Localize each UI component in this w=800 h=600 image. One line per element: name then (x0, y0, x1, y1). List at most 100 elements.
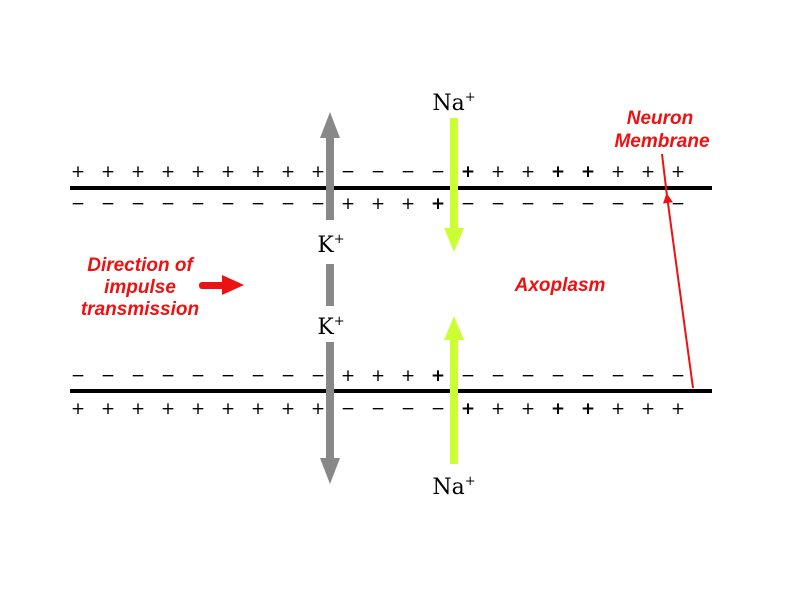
negative-charge: − (101, 366, 115, 386)
positive-charge: + (551, 399, 565, 419)
negative-charge: − (341, 399, 355, 419)
positive-charge: + (131, 399, 145, 419)
axoplasm-label: Axoplasm (514, 275, 606, 296)
positive-charge: + (191, 162, 205, 182)
positive-charge: + (581, 162, 595, 182)
negative-charge: − (671, 366, 685, 386)
potassium-efflux-arrow (320, 112, 340, 484)
negative-charge: − (281, 194, 295, 214)
negative-charge: − (491, 194, 505, 214)
positive-charge: + (641, 399, 655, 419)
positive-charge: + (461, 162, 475, 182)
positive-charge: + (521, 399, 535, 419)
positive-charge: + (401, 366, 415, 386)
positive-charge: + (461, 399, 475, 419)
positive-charge: + (551, 162, 565, 182)
negative-charge: − (521, 366, 535, 386)
negative-charge: − (341, 162, 355, 182)
sodium-ion-label-top: Na+ (432, 90, 475, 116)
negative-charge: − (461, 366, 475, 386)
negative-charge: − (251, 194, 265, 214)
positive-charge: + (311, 162, 325, 182)
neuron-membrane-pointer-top (661, 153, 668, 197)
positive-charge: + (431, 366, 445, 386)
negative-charge: − (371, 162, 385, 182)
negative-charge: − (611, 194, 625, 214)
neuron-membrane-label: Neuron (627, 108, 694, 129)
negative-charge: − (611, 366, 625, 386)
positive-charge: + (251, 399, 265, 419)
negative-charge: − (221, 366, 235, 386)
negative-charge: − (521, 194, 535, 214)
negative-charge: − (101, 194, 115, 214)
neuron-membrane-pointer (662, 193, 694, 389)
negative-charge: − (131, 194, 145, 214)
negative-charge: − (461, 194, 475, 214)
bottom-inside-charges: −−−−−−−−−++++−−−−−−−− (71, 366, 685, 386)
positive-charge: + (581, 399, 595, 419)
top-inside-charges: −−−−−−−−−++++−−−−−−−− (71, 194, 685, 214)
positive-charge: + (671, 162, 685, 182)
direction-label-line2: impulse (104, 277, 176, 298)
positive-charge: + (221, 162, 235, 182)
negative-charge: − (551, 366, 565, 386)
negative-charge: − (161, 366, 175, 386)
negative-charge: − (221, 194, 235, 214)
positive-charge: + (341, 194, 355, 214)
bottom-outside-charges: +++++++++−−−−++++++++ (71, 399, 685, 419)
sodium-ion-label-bottom: Na+ (432, 474, 475, 500)
positive-charge: + (611, 399, 625, 419)
negative-charge: − (71, 194, 85, 214)
positive-charge: + (491, 162, 505, 182)
negative-charge: − (641, 194, 655, 214)
positive-charge: + (671, 399, 685, 419)
negative-charge: − (401, 399, 415, 419)
negative-charge: − (581, 194, 595, 214)
neuron-membrane-label-line2: Membrane (614, 131, 709, 152)
positive-charge: + (101, 399, 115, 419)
negative-charge: − (311, 194, 325, 214)
negative-charge: − (161, 194, 175, 214)
negative-charge: − (551, 194, 565, 214)
negative-charge: − (311, 366, 325, 386)
negative-charge: − (641, 366, 655, 386)
positive-charge: + (491, 399, 505, 419)
positive-charge: + (341, 366, 355, 386)
positive-charge: + (401, 194, 415, 214)
positive-charge: + (161, 399, 175, 419)
negative-charge: − (581, 366, 595, 386)
positive-charge: + (101, 162, 115, 182)
positive-charge: + (161, 162, 175, 182)
negative-charge: − (281, 366, 295, 386)
positive-charge: + (221, 399, 235, 419)
direction-label-line1: Direction of (87, 255, 194, 276)
positive-charge: + (311, 399, 325, 419)
positive-charge: + (611, 162, 625, 182)
negative-charge: − (251, 366, 265, 386)
positive-charge: + (71, 162, 85, 182)
negative-charge: − (431, 162, 445, 182)
potassium-ion-label-bottom: K+ (317, 314, 344, 340)
negative-charge: − (131, 366, 145, 386)
negative-charge: − (401, 162, 415, 182)
positive-charge: + (281, 399, 295, 419)
positive-charge: + (191, 399, 205, 419)
positive-charge: + (371, 366, 385, 386)
sodium-influx-arrow-top (444, 118, 464, 252)
sodium-influx-arrow-bottom (444, 316, 464, 464)
potassium-ion-label-top: K+ (317, 232, 344, 258)
positive-charge: + (71, 399, 85, 419)
positive-charge: + (281, 162, 295, 182)
negative-charge: − (491, 366, 505, 386)
positive-charge: + (521, 162, 535, 182)
negative-charge: − (371, 399, 385, 419)
positive-charge: + (641, 162, 655, 182)
negative-charge: − (191, 366, 205, 386)
positive-charge: + (131, 162, 145, 182)
positive-charge: + (251, 162, 265, 182)
negative-charge: − (671, 194, 685, 214)
positive-charge: + (431, 194, 445, 214)
negative-charge: − (431, 399, 445, 419)
direction-label-line3: transmission (81, 299, 199, 320)
